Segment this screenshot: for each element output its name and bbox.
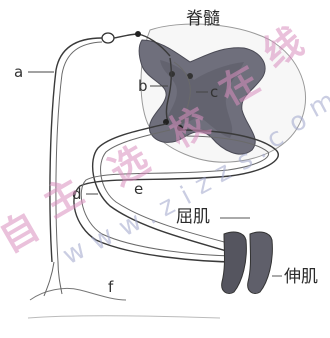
dorsal-root-ganglion xyxy=(102,33,114,43)
synapse-dot-1 xyxy=(135,31,141,37)
flexor-muscle xyxy=(222,232,247,294)
label-flexor: 屈肌 xyxy=(176,207,210,227)
watermark-url-char: w xyxy=(58,235,91,271)
label-a: a xyxy=(14,63,23,81)
label-b: b xyxy=(138,77,148,95)
watermark-char: 选 xyxy=(101,136,156,194)
label-spinal-cord: 脊髓 xyxy=(186,9,220,29)
skin-receptor-branch xyxy=(44,262,62,296)
label-extensor: 伸肌 xyxy=(284,267,318,287)
limb-outline xyxy=(28,316,220,318)
watermark-char: 自 xyxy=(0,203,47,261)
watermark-url-char: z xyxy=(190,168,216,201)
watermark-url-char: w xyxy=(86,221,119,257)
extensor-muscle xyxy=(248,232,273,294)
label-f: f xyxy=(108,278,114,296)
watermark-url-char: m xyxy=(304,86,330,124)
watermark-char: 主 xyxy=(35,168,90,226)
